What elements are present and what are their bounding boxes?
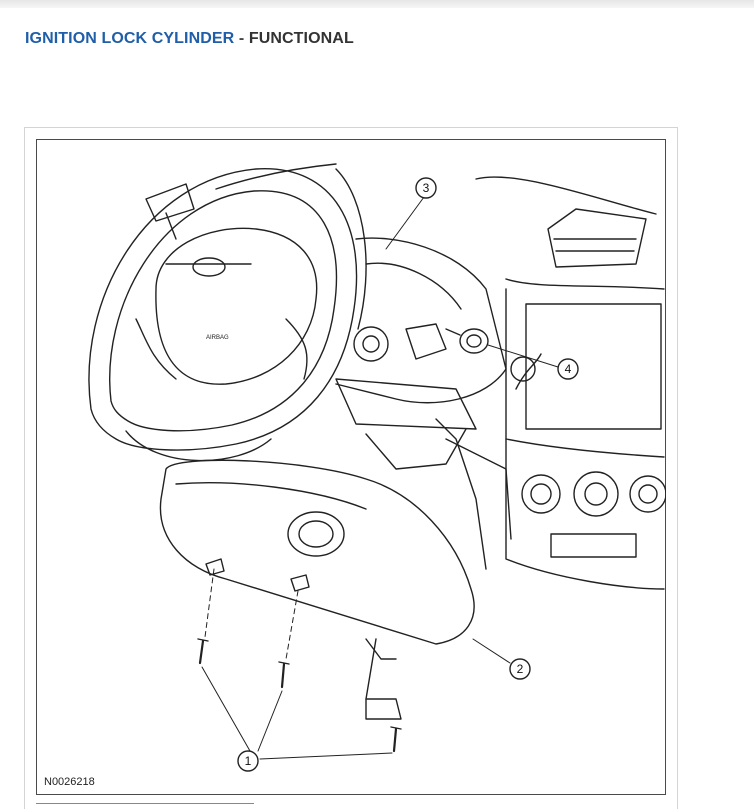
callout-4-label: 4 bbox=[565, 362, 572, 376]
svg-text:AIRBAG: AIRBAG bbox=[206, 335, 229, 341]
fastener-guides bbox=[204, 568, 299, 660]
figure-id: N0026218 bbox=[44, 776, 95, 788]
callout-3: 3 bbox=[415, 177, 437, 199]
top-bar bbox=[0, 0, 754, 8]
callout-leaders bbox=[201, 196, 559, 760]
instrument-panel bbox=[475, 176, 666, 590]
callout-1: 1 bbox=[237, 750, 259, 772]
page-title-main: IGNITION LOCK CYLINDER bbox=[25, 30, 235, 47]
callout-1-label: 1 bbox=[245, 754, 252, 768]
callout-2-label: 2 bbox=[517, 662, 524, 676]
turn-signal-stalk bbox=[145, 163, 337, 240]
wiring-harness bbox=[365, 418, 512, 720]
divider bbox=[36, 803, 254, 804]
page-title-separator: - bbox=[234, 30, 249, 47]
airbag-module: AIRBAG bbox=[135, 227, 318, 385]
page-title: IGNITION LOCK CYLINDER - FUNCTIONAL bbox=[25, 30, 354, 48]
ignition-lock-cylinder bbox=[445, 328, 489, 354]
callout-2: 2 bbox=[509, 658, 531, 680]
page-title-mode: FUNCTIONAL bbox=[248, 30, 354, 47]
callout-3-label: 3 bbox=[423, 181, 430, 195]
screws bbox=[197, 638, 402, 753]
figure-border bbox=[36, 139, 666, 795]
steering-wheel bbox=[88, 168, 367, 462]
ignition-lock-cylinder-illustration: AIRBAG bbox=[88, 163, 666, 772]
steering-column-shroud bbox=[159, 459, 475, 660]
callout-4: 4 bbox=[557, 358, 579, 380]
steering-column bbox=[335, 237, 507, 470]
